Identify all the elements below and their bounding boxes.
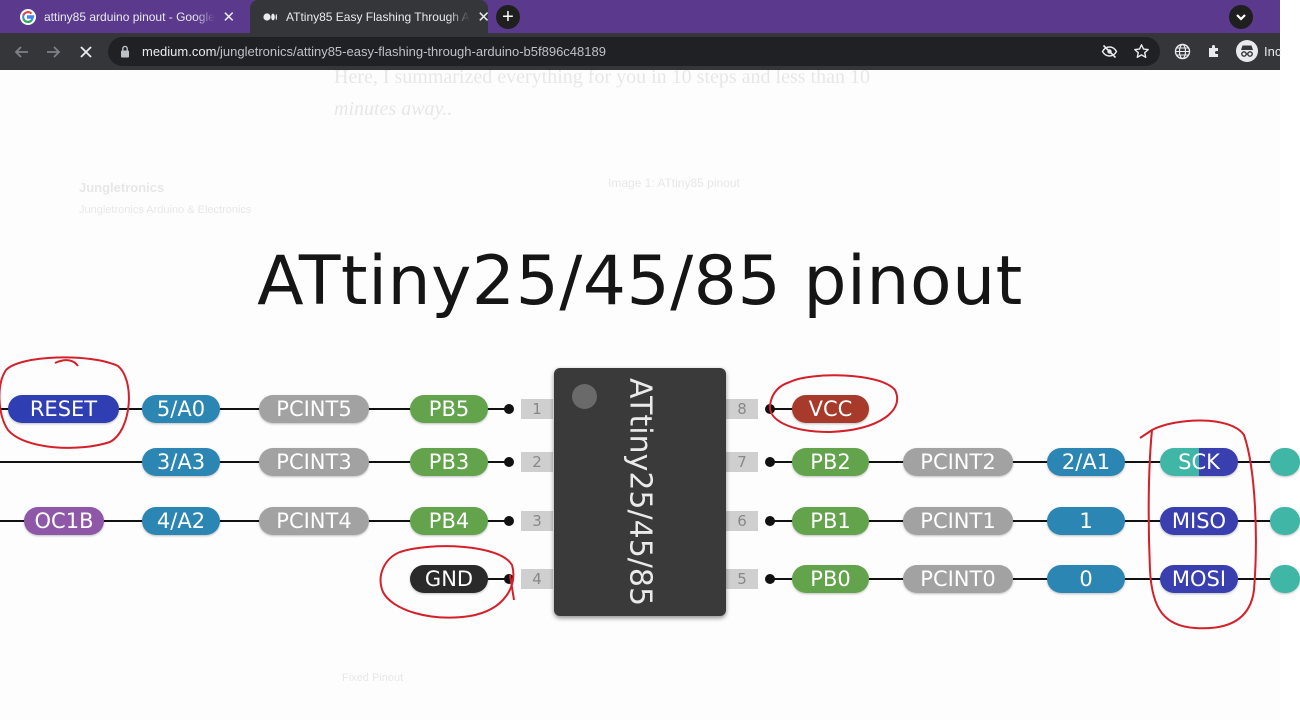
pin-label-pcint: PCINT0	[903, 565, 1013, 593]
stop-loading-button[interactable]	[73, 39, 99, 65]
wire-pin6	[768, 520, 1280, 522]
pin-label-port: PB4	[410, 507, 488, 535]
translate-button[interactable]	[1172, 41, 1192, 61]
pin-label-cut-off	[1270, 448, 1300, 476]
pin-label-port: PB5	[410, 395, 488, 423]
pin-label-port: PB1	[792, 507, 869, 535]
pin-junction-dot	[765, 516, 775, 526]
pin-number-8: 8	[726, 399, 758, 419]
pin-junction-dot	[504, 516, 514, 526]
pin-label-pcint: PCINT3	[259, 448, 369, 476]
pin-label-pcint: PCINT4	[259, 507, 369, 535]
tracking-protection-button[interactable]	[1099, 41, 1119, 61]
bookmark-button[interactable]	[1131, 41, 1151, 61]
pin-label-digital: 0	[1047, 565, 1125, 593]
tab-search-icon	[1236, 14, 1246, 21]
pin-number-5: 5	[726, 569, 758, 589]
pin-label-spi-mosi: MOSI	[1160, 565, 1238, 593]
pin-junction-dot	[765, 457, 775, 467]
google-g-icon	[20, 8, 36, 25]
close-icon[interactable]: ✕	[477, 8, 490, 26]
pin-number-3: 3	[521, 511, 553, 531]
profile-button[interactable]	[1236, 40, 1258, 62]
wire-pin2	[0, 461, 512, 463]
pin-label-analog: 5/A0	[142, 395, 220, 423]
lock-icon	[121, 45, 129, 58]
pin-label-port: PB0	[792, 565, 869, 593]
pin-junction-dot	[504, 574, 514, 584]
pin-label-analog: 4/A2	[142, 507, 220, 535]
image-caption: Image 1: ATtiny85 pinout	[608, 176, 740, 190]
pin-label-gnd: GND	[410, 565, 488, 593]
puzzle-icon	[1208, 44, 1218, 57]
pin-number-4: 4	[521, 569, 553, 589]
tab-title: ATtiny85 Easy Flashing Through A	[286, 9, 470, 24]
new-tab-button[interactable]: +	[496, 5, 520, 29]
pin-label-cut-off	[1270, 565, 1300, 593]
pin-label-spi-miso: MISO	[1160, 507, 1238, 535]
pin-label-cut-off	[1270, 507, 1300, 535]
page-content: Here, I summarized everything for you in…	[0, 66, 1300, 720]
star-icon	[1133, 43, 1149, 58]
back-button[interactable]	[9, 39, 35, 65]
pin-number-1: 1	[521, 399, 553, 419]
profile-label: Inc	[1264, 44, 1282, 59]
extensions-button[interactable]	[1204, 41, 1224, 61]
tab-search-button[interactable]	[1229, 5, 1253, 29]
pin-label-pcint: PCINT5	[259, 395, 369, 423]
wire-pin3	[0, 520, 512, 522]
tab-medium-article[interactable]: ATtiny85 Easy Flashing Through A ✕	[250, 0, 490, 33]
forward-button[interactable]	[40, 39, 66, 65]
stop-loading-icon	[80, 46, 92, 58]
chip-label: ATtiny25/45/85	[622, 377, 658, 607]
url-path: /jungletronics/attiny85-easy-flashing-th…	[216, 44, 606, 59]
wire-pin5	[768, 578, 1280, 580]
pin-junction-dot	[504, 404, 514, 414]
pin-number-2: 2	[521, 452, 553, 472]
medium-icon	[262, 9, 278, 25]
pin-label-spi-sck: SCK	[1160, 448, 1238, 476]
article-intro-line2: minutes away..	[334, 98, 453, 120]
eye-off-icon	[1101, 44, 1117, 58]
pin-label-reset: RESET	[8, 395, 119, 423]
author-name[interactable]: Jungletronics	[79, 180, 165, 195]
footer-author: Fixed Pinout	[342, 672, 404, 684]
pin-number-6: 6	[726, 511, 758, 531]
pin-label-pwm: OC1B	[24, 507, 104, 535]
incognito-icon	[1241, 45, 1253, 57]
wire-pin1	[0, 408, 512, 410]
tab-strip: attiny85 arduino pinout - Google ✕ ATtin…	[0, 0, 1280, 33]
plus-icon: +	[502, 6, 514, 28]
tab-google-search[interactable]: attiny85 arduino pinout - Google ✕	[8, 0, 246, 33]
url-text[interactable]: medium.com/jungletronics/attiny85-easy-f…	[142, 44, 606, 59]
wire-pin7	[768, 461, 1280, 463]
author-subtitle: Jungletronics Arduino & Electronics	[79, 204, 252, 216]
pin-label-port: PB3	[410, 448, 488, 476]
pin-junction-dot	[504, 457, 514, 467]
pin-label-analog: 3/A3	[142, 448, 220, 476]
attiny-chip: ATtiny25/45/85	[554, 368, 726, 616]
forward-arrow-icon	[47, 46, 61, 58]
address-bar[interactable]: medium.com/jungletronics/attiny85-easy-f…	[108, 37, 1160, 66]
pin-label-port: PB2	[792, 448, 869, 476]
diagram-title: ATtiny25/45/85 pinout	[257, 242, 1023, 321]
pin-label-pcint: PCINT2	[903, 448, 1013, 476]
pin-label-vcc: VCC	[792, 395, 869, 423]
back-arrow-icon	[14, 46, 28, 58]
pin-label-analog: 2/A1	[1047, 448, 1125, 476]
pin-label-digital: 1	[1047, 507, 1125, 535]
article-intro-line1: Here, I summarized everything for you in…	[334, 66, 870, 88]
pin-number-7: 7	[726, 452, 758, 472]
url-host: medium.com	[142, 44, 217, 59]
tab-title: attiny85 arduino pinout - Google	[44, 9, 215, 24]
browser-toolbar: medium.com/jungletronics/attiny85-easy-f…	[0, 33, 1282, 70]
pin-label-pcint: PCINT1	[903, 507, 1013, 535]
pin-junction-dot	[765, 404, 775, 414]
pin-junction-dot	[765, 574, 775, 584]
close-icon[interactable]: ✕	[222, 8, 236, 26]
pin1-marker-dot	[572, 384, 597, 409]
globe-icon	[1174, 43, 1190, 59]
